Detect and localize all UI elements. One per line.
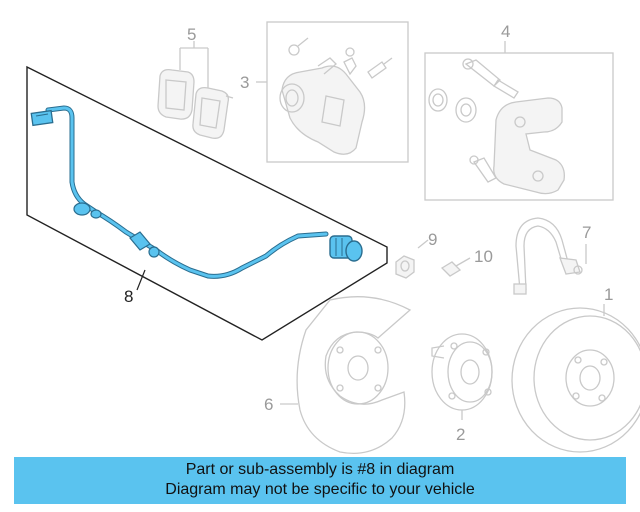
caliper-bracket-part-4[interactable] xyxy=(424,41,614,201)
bolt-part-10[interactable] xyxy=(440,257,471,277)
callout-1: 1 xyxy=(604,285,613,304)
banner-line-2: Diagram may not be specific to your vehi… xyxy=(165,481,475,498)
callout-5: 5 xyxy=(187,25,196,44)
callout-9: 9 xyxy=(428,230,437,249)
callout-7: 7 xyxy=(582,223,591,242)
abs-wheel-speed-sensor-part-8[interactable] xyxy=(30,105,363,279)
highlight-notice-banner: Part or sub-assembly is #8 in diagram Di… xyxy=(14,457,626,504)
brake-caliper-part-3[interactable] xyxy=(256,21,409,163)
banner-line-1: Part or sub-assembly is #8 in diagram xyxy=(185,461,455,478)
brake-rotor-part-1[interactable] xyxy=(511,304,640,453)
part-8-group-outline xyxy=(26,65,388,341)
wheel-hub-part-2[interactable] xyxy=(431,333,493,420)
nut-part-9[interactable] xyxy=(395,239,429,279)
callout-6: 6 xyxy=(264,395,273,414)
splash-shield-part-6[interactable] xyxy=(280,296,412,455)
callout-2: 2 xyxy=(456,425,465,444)
callout-8: 8 xyxy=(124,287,133,306)
brake-hose-part-7[interactable] xyxy=(513,217,587,295)
callout-4: 4 xyxy=(501,22,510,41)
callout-10: 10 xyxy=(474,247,493,266)
callout-3: 3 xyxy=(240,73,249,92)
brake-pads-part-5[interactable] xyxy=(157,41,234,139)
